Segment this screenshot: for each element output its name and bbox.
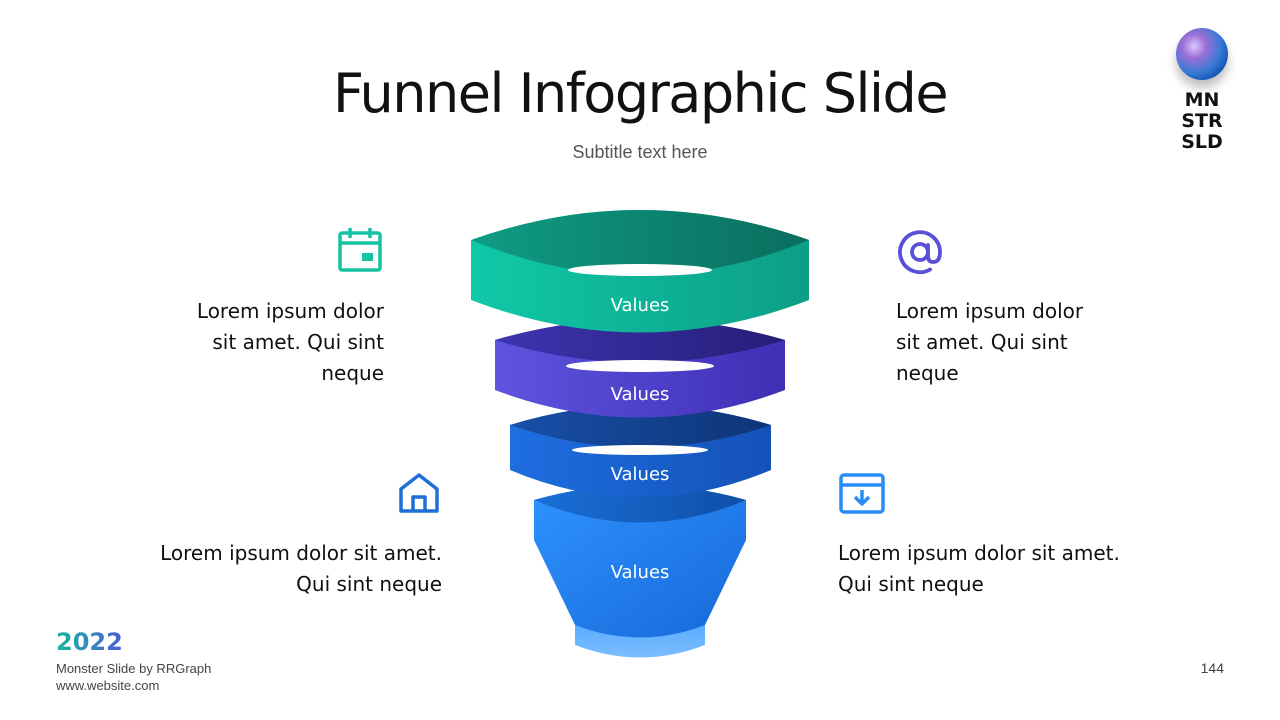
- point-bottom-left-line-1: Lorem ipsum dolor sit amet.: [160, 541, 442, 565]
- funnel-stage-4-label: Values: [611, 562, 670, 583]
- funnel-stage-1-label: Values: [611, 295, 670, 316]
- funnel-stage-4: Values: [534, 485, 746, 638]
- point-top-right-line-3: neque: [896, 361, 959, 385]
- point-top-right-line-2: sit amet. Qui sint: [896, 330, 1068, 354]
- funnel-stage-2: Values: [495, 319, 785, 418]
- point-top-right-text: Lorem ipsum dolor sit amet. Qui sint neq…: [896, 296, 1136, 389]
- point-bottom-left-text: Lorem ipsum dolor sit amet. Qui sint neq…: [100, 538, 442, 600]
- footer-website[interactable]: www.website.com: [56, 678, 160, 693]
- slide-title: Funnel Infographic Slide: [332, 62, 949, 125]
- logo-orb-icon: [1176, 28, 1228, 80]
- point-top-left-line-2: sit amet. Qui sint: [212, 330, 384, 354]
- logo-text: MN STR SLD: [1172, 90, 1232, 153]
- funnel-stage-3: Values: [510, 405, 771, 498]
- calendar-icon: [338, 228, 382, 272]
- footer-year: 2022: [56, 628, 123, 656]
- logo-line-3: SLD: [1181, 131, 1223, 153]
- slide-subtitle: Subtitle text here: [572, 142, 708, 162]
- funnel-stage-1: Values: [471, 210, 809, 333]
- point-top-left-text: Lorem ipsum dolor sit amet. Qui sint neq…: [150, 296, 384, 389]
- at-sign-icon: [898, 230, 942, 275]
- funnel-stage-2-label: Values: [611, 384, 670, 405]
- logo-line-1: MN: [1184, 89, 1220, 111]
- point-top-left-line-3: neque: [321, 361, 384, 385]
- point-bottom-right-text: Lorem ipsum dolor sit amet. Qui sint neq…: [838, 538, 1180, 600]
- archive-download-icon: [839, 473, 885, 514]
- footer-brand: Monster Slide by RRGraph: [56, 661, 212, 676]
- page-number: 144: [1200, 660, 1224, 676]
- point-bottom-right-line-2: Qui sint neque: [838, 572, 984, 596]
- point-bottom-left-line-2: Qui sint neque: [296, 572, 442, 596]
- funnel-stage-3-label: Values: [611, 464, 670, 485]
- point-bottom-right-line-1: Lorem ipsum dolor sit amet.: [838, 541, 1120, 565]
- brand-logo: MN STR SLD: [1172, 28, 1232, 153]
- logo-line-2: STR: [1181, 110, 1223, 132]
- point-top-right-line-1: Lorem ipsum dolor: [896, 299, 1084, 323]
- home-icon: [399, 473, 439, 513]
- point-top-left-line-1: Lorem ipsum dolor: [196, 299, 384, 323]
